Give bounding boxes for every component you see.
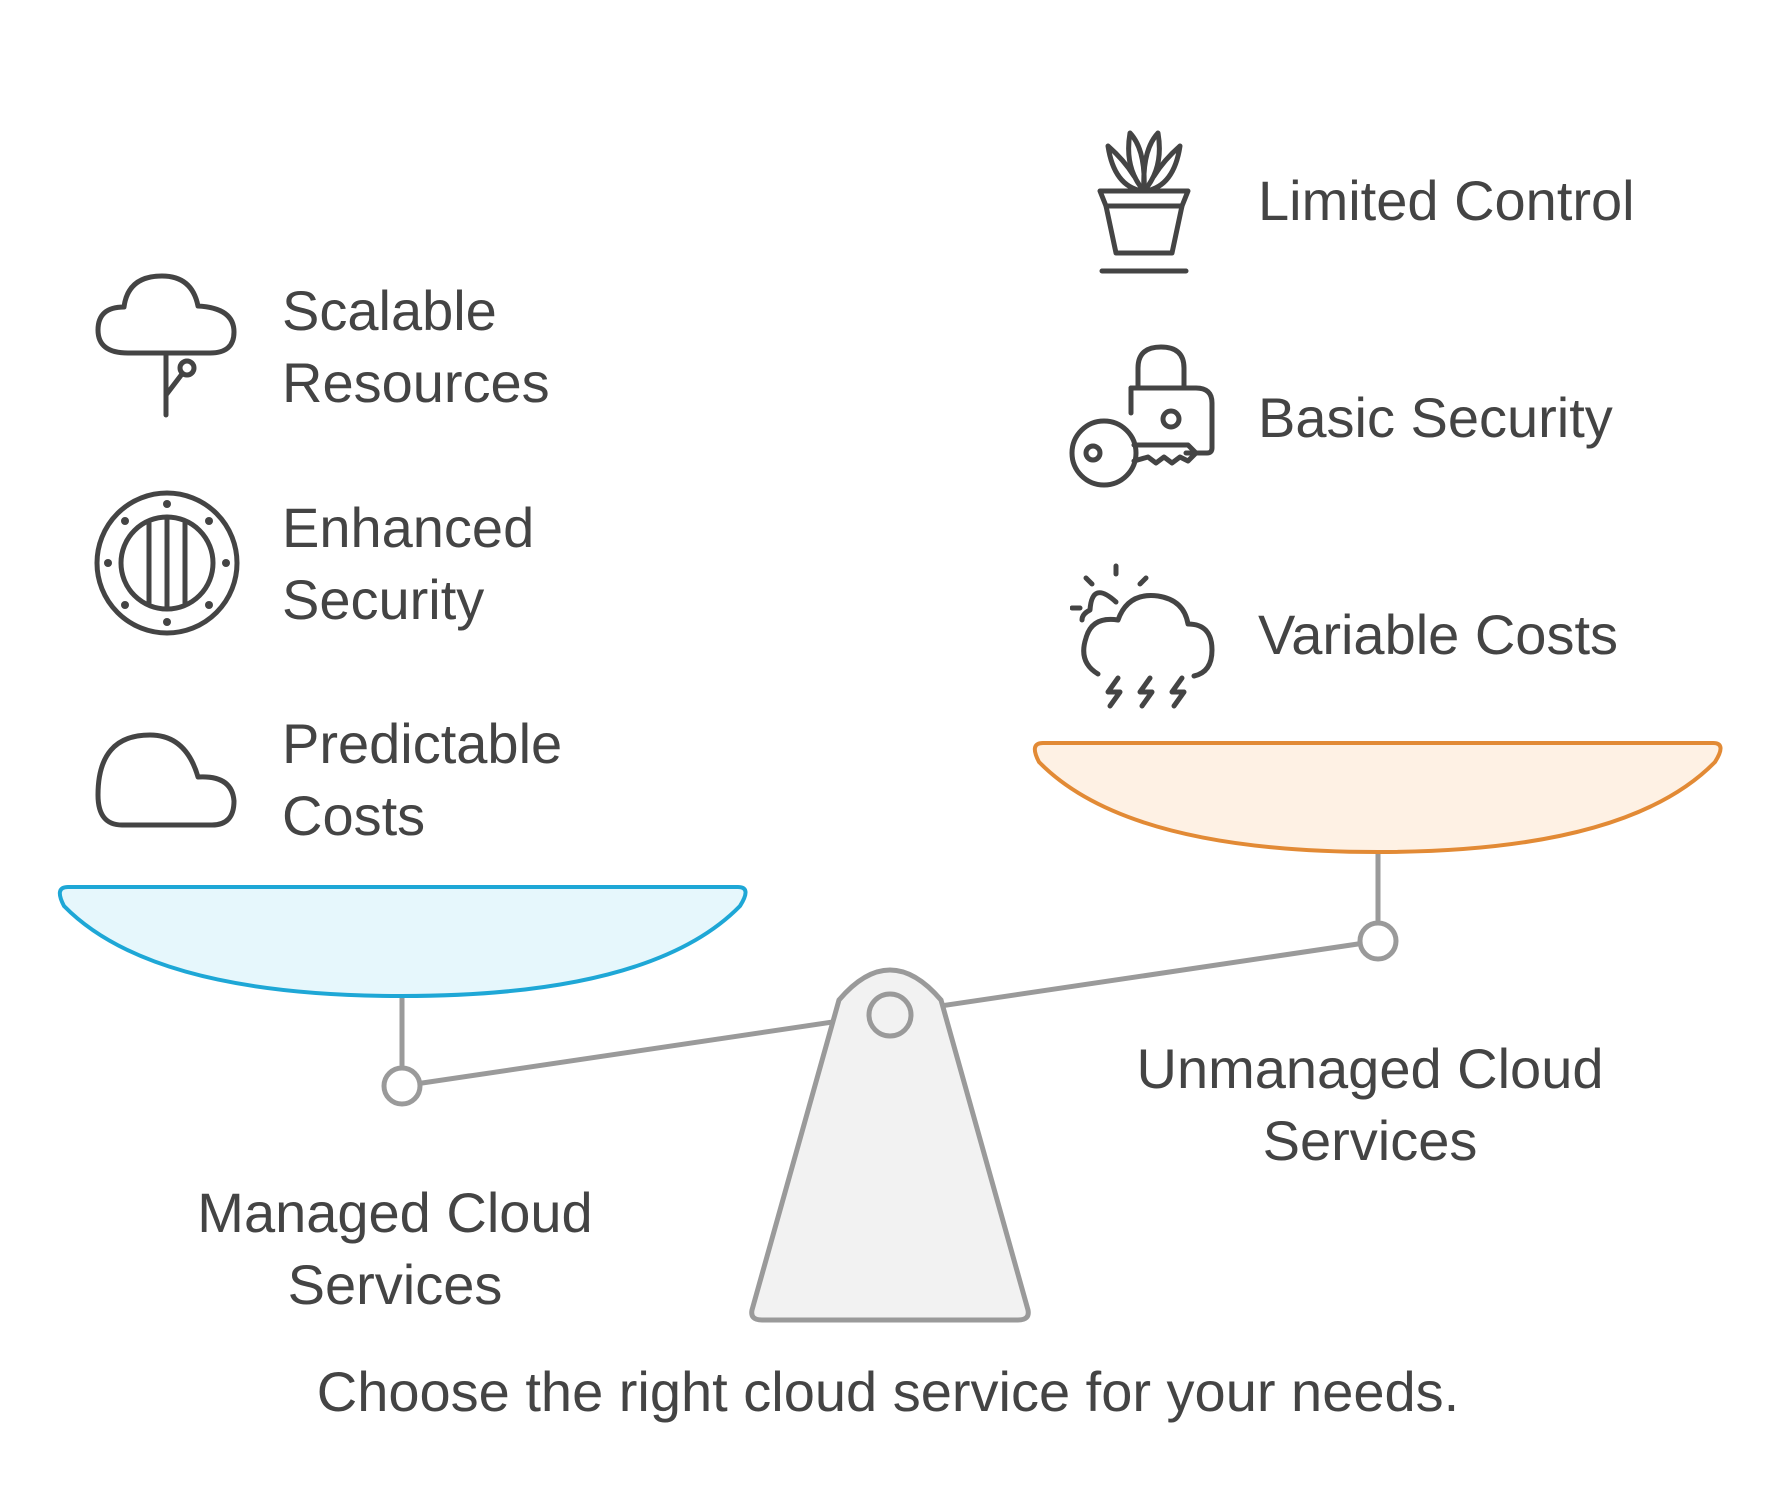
fulcrum bbox=[749, 967, 1031, 1323]
item-limited-control: Limited Control bbox=[1258, 169, 1635, 232]
right-joint bbox=[1357, 920, 1399, 962]
unmanaged-cloud-label: Unmanaged Cloud Services bbox=[1100, 1033, 1640, 1177]
key-lock-icon bbox=[1069, 344, 1215, 488]
storm-cloud-icon bbox=[1070, 563, 1215, 709]
label-line: Managed Cloud bbox=[197, 1181, 593, 1244]
item-line: Security bbox=[282, 568, 485, 631]
label-line: Services bbox=[1262, 1109, 1478, 1172]
item-predictable-costs: Predictable Costs bbox=[282, 708, 562, 852]
potted-plant-icon bbox=[1097, 130, 1191, 274]
item-line: Resources bbox=[282, 351, 550, 414]
cloud-icon bbox=[95, 732, 237, 828]
item-basic-security: Basic Security bbox=[1258, 386, 1613, 449]
right-pan bbox=[1032, 741, 1723, 855]
label-line: Unmanaged Cloud bbox=[1136, 1037, 1604, 1100]
left-pan bbox=[57, 885, 748, 999]
item-enhanced-security: Enhanced Security bbox=[282, 492, 534, 636]
item-line: Predictable bbox=[282, 712, 563, 775]
fulcrum-pivot bbox=[866, 991, 914, 1039]
vault-door-icon bbox=[94, 490, 240, 636]
item-scalable-resources: Scalable Resources bbox=[282, 275, 550, 419]
caption: Choose the right cloud service for your … bbox=[316, 1360, 1460, 1423]
label-line: Services bbox=[287, 1253, 503, 1316]
item-line: Enhanced bbox=[282, 496, 535, 559]
item-line: Scalable bbox=[282, 279, 497, 342]
left-joint bbox=[381, 1065, 423, 1107]
item-line: Costs bbox=[282, 784, 426, 847]
item-variable-costs: Variable Costs bbox=[1258, 603, 1619, 666]
cloud-tree-icon bbox=[95, 273, 237, 418]
managed-cloud-label: Managed Cloud Services bbox=[145, 1177, 645, 1321]
